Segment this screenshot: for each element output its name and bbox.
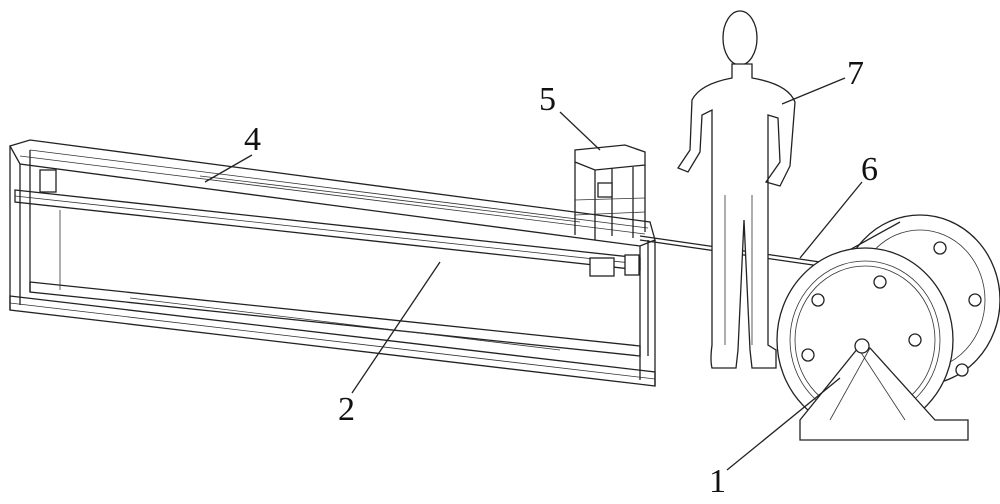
label-4: 4 [244,123,261,157]
label-2: 2 [338,393,355,427]
label-5: 5 [539,83,556,117]
human-figure [678,11,795,368]
label-6: 6 [861,153,878,187]
label-7: 7 [847,57,864,91]
cable-reel [777,215,1000,440]
long-frame [10,140,655,386]
label-1: 1 [709,465,726,499]
